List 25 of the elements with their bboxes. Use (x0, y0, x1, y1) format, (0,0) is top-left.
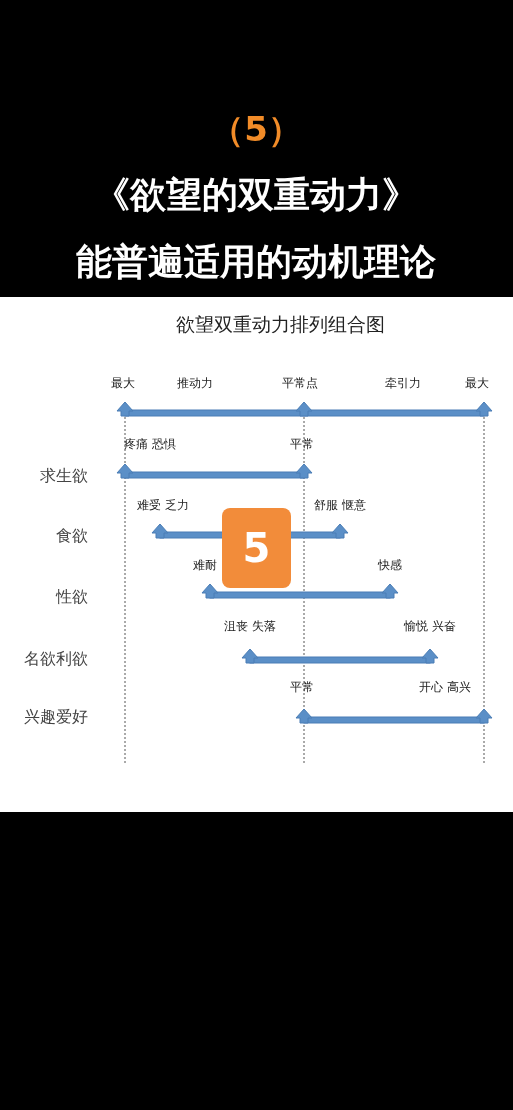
axis-label: 最大 (111, 376, 135, 391)
row-label: 兴趣爱好 (24, 708, 88, 727)
endpoint-label: 平常 (290, 437, 314, 452)
row-label: 性欲 (56, 588, 88, 607)
heading-subtitle: 能普遍适用的动机理论 (76, 241, 436, 283)
row-label: 食欲 (56, 527, 88, 546)
endpoint-label: 难耐 (193, 558, 217, 573)
axis-label: 推动力 (177, 376, 213, 391)
row-label: 求生欲 (40, 467, 88, 486)
axis-label: 平常点 (282, 376, 318, 391)
endpoint-label: 舒服 惬意 (314, 498, 366, 513)
heading-title: 《欲望的双重动力》 (94, 174, 418, 216)
endpoint-label: 疼痛 恐惧 (124, 437, 176, 452)
endpoint-label: 开心 高兴 (419, 680, 471, 695)
chart-title: 欲望双重动力排列组合图 (175, 313, 385, 336)
number-badge: 5 (222, 508, 291, 588)
endpoint-label: 沮丧 失落 (224, 619, 276, 634)
endpoint-label: 平常 (290, 680, 314, 695)
endpoint-label: 愉悦 兴奋 (404, 619, 456, 634)
axis-label: 牵引力 (385, 376, 421, 391)
heading-number: （5） (210, 109, 302, 149)
row-label: 名欲利欲 (24, 650, 88, 669)
endpoint-label: 快感 (378, 558, 402, 573)
axis-label: 最大 (465, 376, 489, 391)
endpoint-label: 难受 乏力 (137, 498, 189, 513)
